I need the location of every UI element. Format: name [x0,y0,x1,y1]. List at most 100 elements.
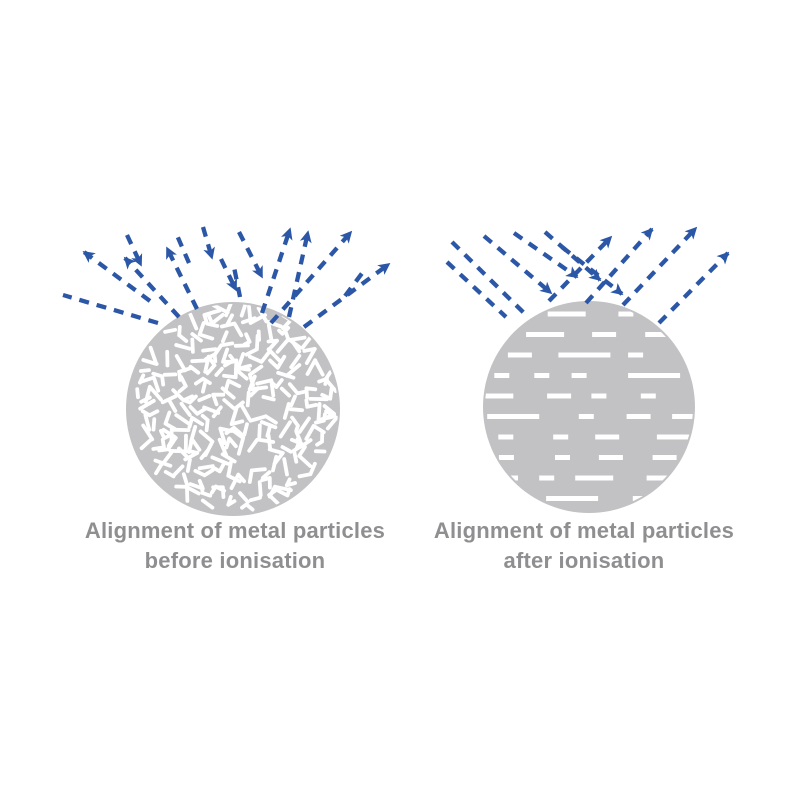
particle-mark [188,364,201,375]
particle-mark [138,398,156,411]
particle-mark [315,430,325,447]
particle-mark [174,413,191,426]
ion-arrow [82,250,152,303]
particle-mark [224,425,244,437]
particle-mark [135,387,140,400]
caption-line-1: Alignment of metal particles [433,518,735,543]
particle-mark [289,394,297,408]
particle-mark [190,332,203,343]
particle-mark [268,354,287,370]
particle-mark [278,420,292,439]
particle-mark [179,401,192,417]
caption-line-2: after ionisation [503,548,665,573]
particle-mark [188,312,199,331]
particle-mark [280,445,293,454]
ion-arrow [560,245,624,296]
ion-arrow [219,258,238,292]
particle-mark [240,502,255,512]
particle-mark [197,394,212,403]
particle-mark [287,382,307,396]
particle-mark [248,386,261,398]
particle-mark [226,494,237,507]
particle-mark [248,414,278,425]
ion-arrow [269,230,353,325]
caption-line-2: before ionisation [144,548,326,573]
particle-mark [282,402,291,420]
ion-arrow [200,226,215,260]
particle-mark [197,464,215,471]
particle-mark [267,487,280,506]
particle-mark [200,413,210,433]
particle-mark [138,375,161,393]
particle-mark [234,363,252,381]
particle-mark [289,353,302,370]
particle-mark [139,368,151,373]
ion-arrow [125,234,143,267]
particle-mark [159,428,171,441]
particle-mark [282,457,289,477]
particle-mark [188,405,208,416]
particle-mark [217,437,229,457]
particle-mark [226,460,242,484]
particle-mark [266,323,274,342]
particle-mark [248,495,262,503]
particle-mark [174,354,187,373]
ion-arrow [237,231,264,279]
particle-mark [284,477,297,488]
particle-mark [229,472,246,490]
particle-mark [323,370,338,393]
particle-mark [143,413,152,432]
particle-mark [297,461,317,479]
particle-mark [223,353,236,368]
ion-arrows-before [62,226,391,329]
particle-mark [141,423,155,442]
particle-mark [288,407,304,413]
particle-mark [167,398,178,413]
ion-arrow [343,270,365,298]
ion-arrows-after [445,226,730,325]
particle-mark [172,464,185,477]
particle-mark [220,321,244,338]
particle-mark [139,437,154,451]
particle-mark [229,407,245,426]
particle-mark [238,491,250,504]
particle-mark [266,433,272,450]
particle-mark [292,442,306,464]
particle-mark [193,468,215,478]
particle-mark [183,449,200,462]
particle-mark [174,343,192,351]
particle-mark [205,354,217,376]
particle-mark [151,417,157,432]
particle-mark [163,470,176,479]
particle-mark [224,436,238,450]
ion-arrow [482,234,553,295]
particle-mark [200,484,213,498]
particle-mark [163,327,177,334]
particle-mark [247,438,259,453]
caption-before-ionisation: Alignment of metal particles before ioni… [53,516,417,576]
particle-mark [270,378,284,389]
ion-arrow [512,231,579,279]
particle-mark [256,306,283,329]
particle-mark [305,358,325,377]
particle-mark [210,455,230,466]
particle-mark [245,390,251,408]
particle-mark [211,485,226,499]
particle-mark [276,487,292,498]
particle-mark [183,394,198,405]
particle-mark [247,350,271,364]
particle-mark [297,445,313,468]
particle-mark [143,384,163,404]
ion-arrow [62,292,159,326]
particle-mark [177,325,189,343]
particle-mark [261,470,272,480]
ion-arrow [123,256,181,319]
caption-line-1: Alignment of metal particles [84,518,386,543]
ion-arrow [230,261,243,298]
particle-mark [289,338,302,354]
particle-mark [284,363,302,378]
particle-mark [300,335,313,350]
particle-mark [202,308,222,326]
